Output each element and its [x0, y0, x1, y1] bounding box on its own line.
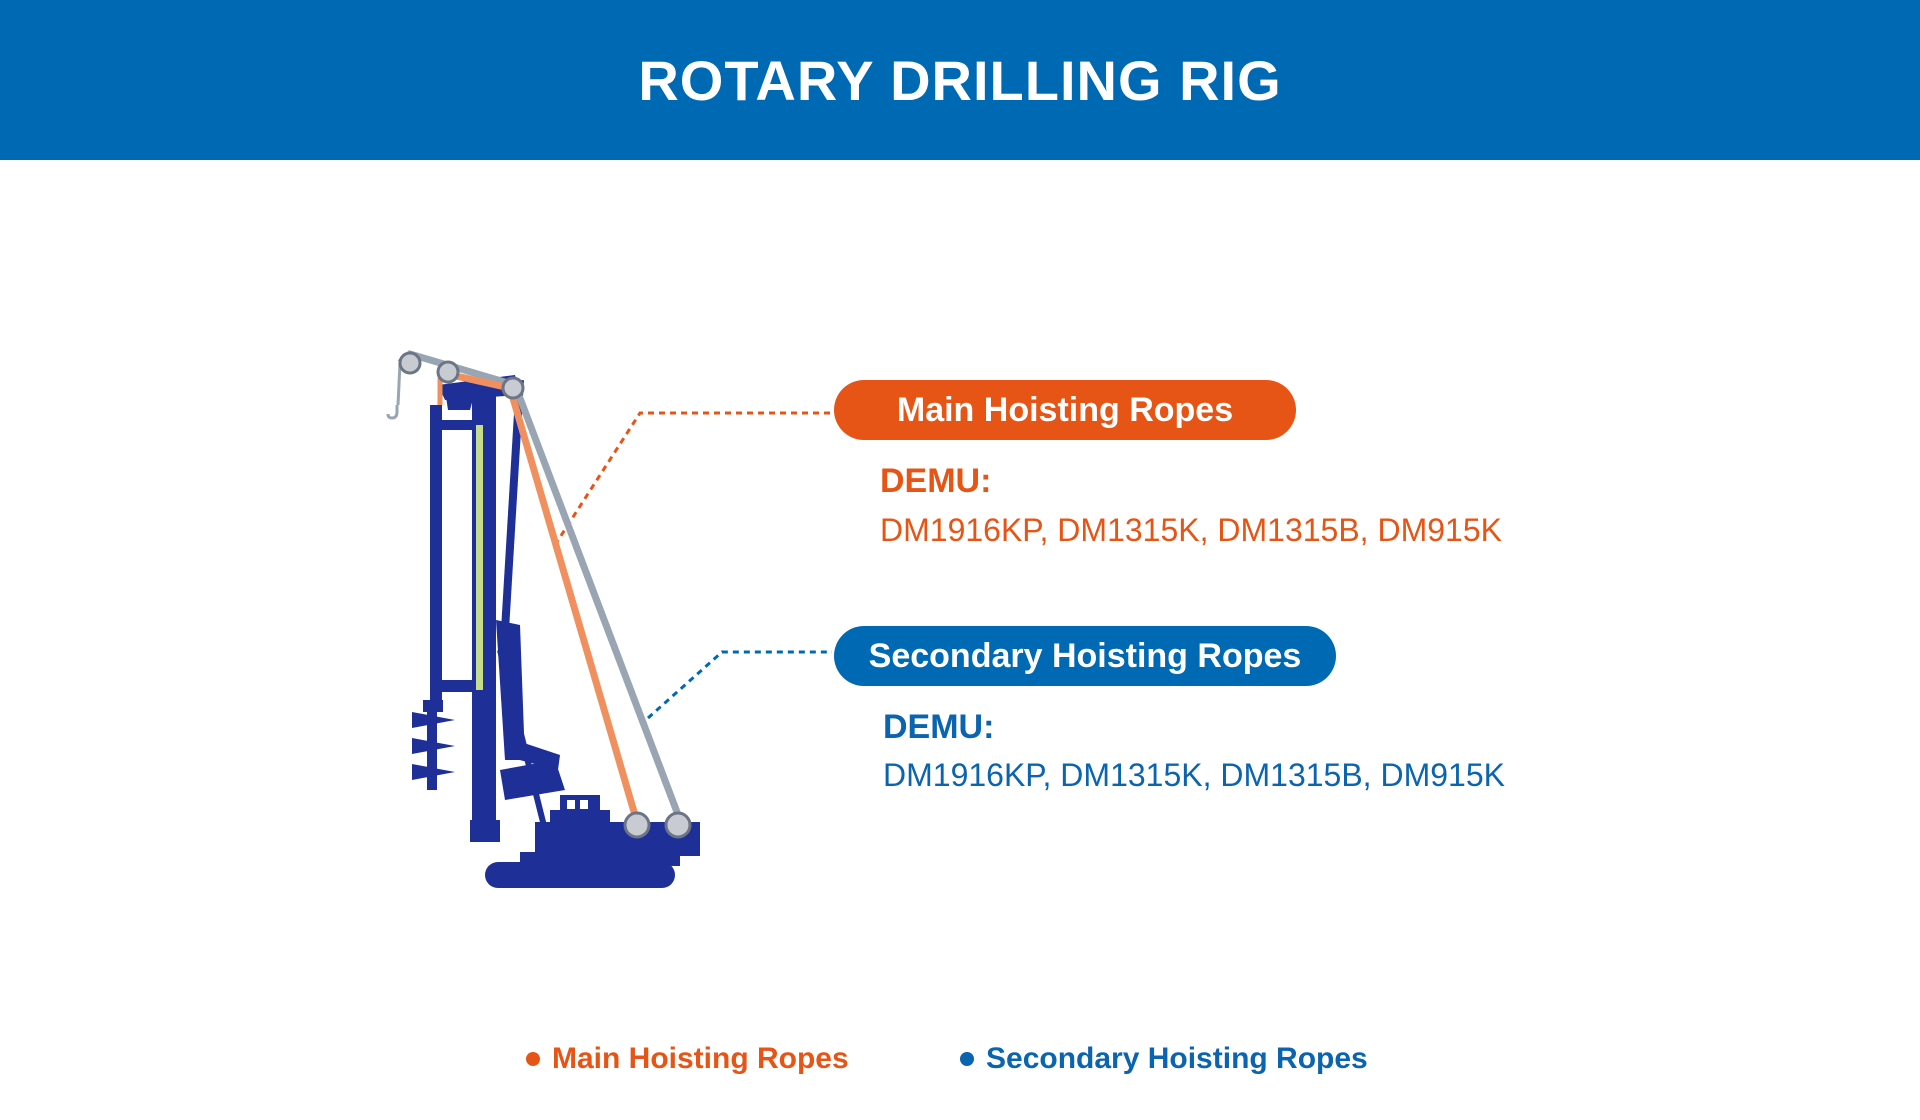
secondary-rope-leader-line — [647, 650, 832, 720]
kelly-bar — [476, 425, 483, 690]
secondary-hoisting-ropes-callout-label: Secondary Hoisting Ropes — [834, 626, 1336, 686]
secondary-ropes-model-list: DM1916KP, DM1315K, DM1315B, DM915K — [883, 757, 1505, 793]
main-ropes-brand-label: DEMU: — [880, 462, 992, 500]
main-ropes-model-list: DM1916KP, DM1315K, DM1315B, DM915K — [880, 512, 1502, 548]
legend-dot-icon — [526, 1052, 540, 1066]
rig-body — [412, 375, 700, 888]
hook-icon — [386, 405, 399, 420]
secondary-ropes-brand-label: DEMU: — [883, 708, 995, 746]
legend-dot-icon — [960, 1052, 974, 1066]
page-title: ROTARY DRILLING RIG — [638, 48, 1282, 112]
legend-label: Main Hoisting Ropes — [552, 1042, 849, 1075]
main-rope-leader-line — [553, 411, 832, 546]
pulleys — [398, 351, 692, 839]
legend-item-secondary-ropes: Secondary Hoisting Ropes — [960, 1042, 1368, 1076]
main-hoisting-ropes-callout-label: Main Hoisting Ropes — [834, 380, 1296, 440]
header-bar: ROTARY DRILLING RIG — [0, 0, 1920, 160]
legend-item-main-ropes: Main Hoisting Ropes — [526, 1042, 849, 1076]
legend-label: Secondary Hoisting Ropes — [986, 1042, 1368, 1075]
